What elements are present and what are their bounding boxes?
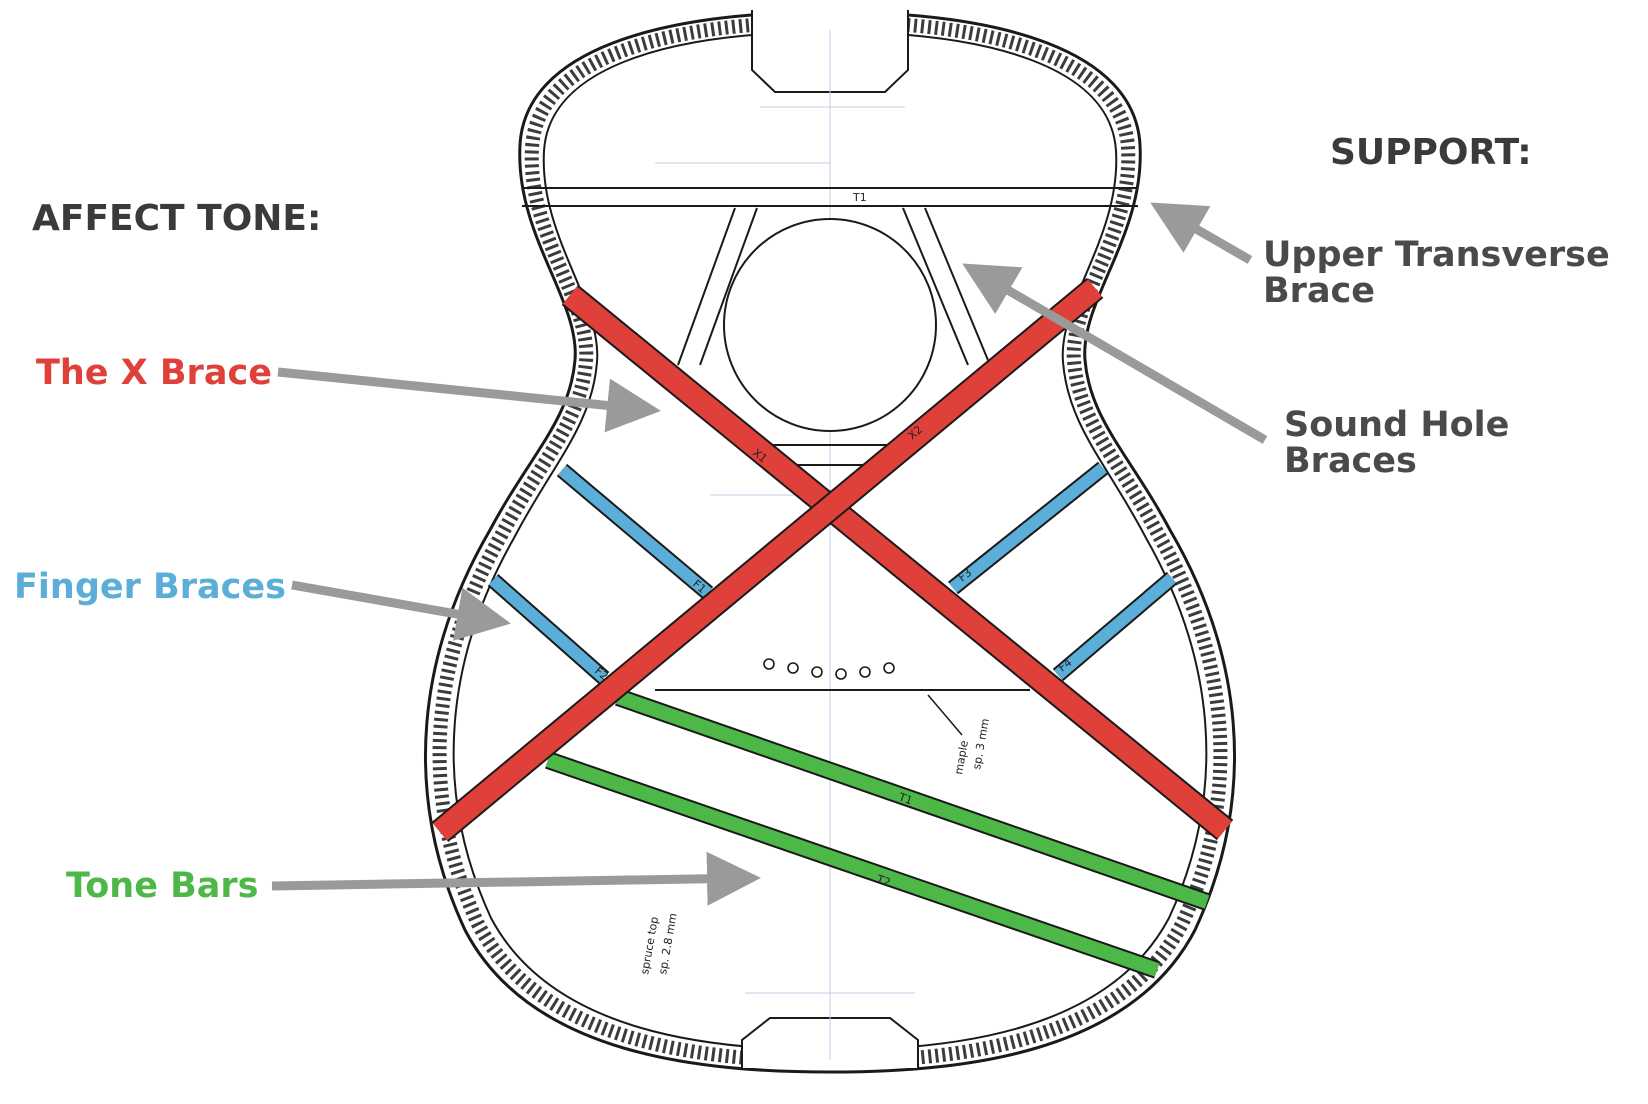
svg-text:F3: F3	[956, 566, 975, 584]
circle-icon	[883, 662, 895, 674]
circle-icon	[835, 668, 847, 680]
callout-arrows	[271, 202, 1268, 906]
x-brace-label: The X Brace	[36, 353, 272, 393]
circle-icon	[763, 658, 775, 670]
bridge-note-1: maple	[952, 739, 971, 775]
finger-braces: F1 F2 F3 F4	[487, 461, 1178, 684]
sound-hole-label-line1: Sound Hole	[1284, 405, 1509, 445]
tone-bar	[615, 690, 1210, 909]
tone-bar	[545, 753, 1160, 977]
finger-brace	[489, 575, 608, 683]
sound-hole	[723, 218, 937, 432]
affect-tone-heading: AFFECT TONE:	[32, 198, 321, 239]
svg-text:T1: T1	[896, 790, 914, 807]
finger-brace	[1054, 573, 1176, 680]
tone-bars: T1 T2	[545, 688, 1210, 979]
tone-bars-label: Tone Bars	[66, 866, 259, 906]
transverse-brace-mark: T1	[852, 191, 867, 204]
bridge-note-leader	[927, 694, 963, 736]
finger-braces-label: Finger Braces	[14, 567, 286, 607]
circle-icon	[811, 666, 823, 678]
svg-text:F4: F4	[1056, 656, 1075, 674]
circle-icon	[859, 666, 871, 678]
upper-transverse-brace: T1	[522, 187, 1138, 207]
arrow-right-icon	[291, 580, 511, 641]
support-heading: SUPPORT:	[1330, 132, 1532, 173]
sound-hole-label-line2: Braces	[1284, 441, 1417, 481]
x-brace-bar	[432, 279, 1103, 841]
arrow-right-icon	[271, 851, 761, 906]
x-brace: X1 X2	[431, 277, 1234, 843]
upper-transverse-label-line1: Upper Transverse	[1263, 235, 1610, 275]
arrow-right-icon	[277, 367, 661, 433]
arrow-right-icon	[1150, 202, 1253, 264]
finger-brace	[949, 463, 1107, 593]
circle-icon	[787, 662, 799, 674]
upper-transverse-label-line2: Brace	[1263, 271, 1375, 311]
bridge-pin-holes	[763, 658, 895, 680]
svg-text:T2: T2	[874, 872, 892, 889]
arrow-right-icon	[962, 263, 1268, 444]
finger-brace	[558, 465, 712, 598]
x-brace-bar	[563, 286, 1232, 839]
